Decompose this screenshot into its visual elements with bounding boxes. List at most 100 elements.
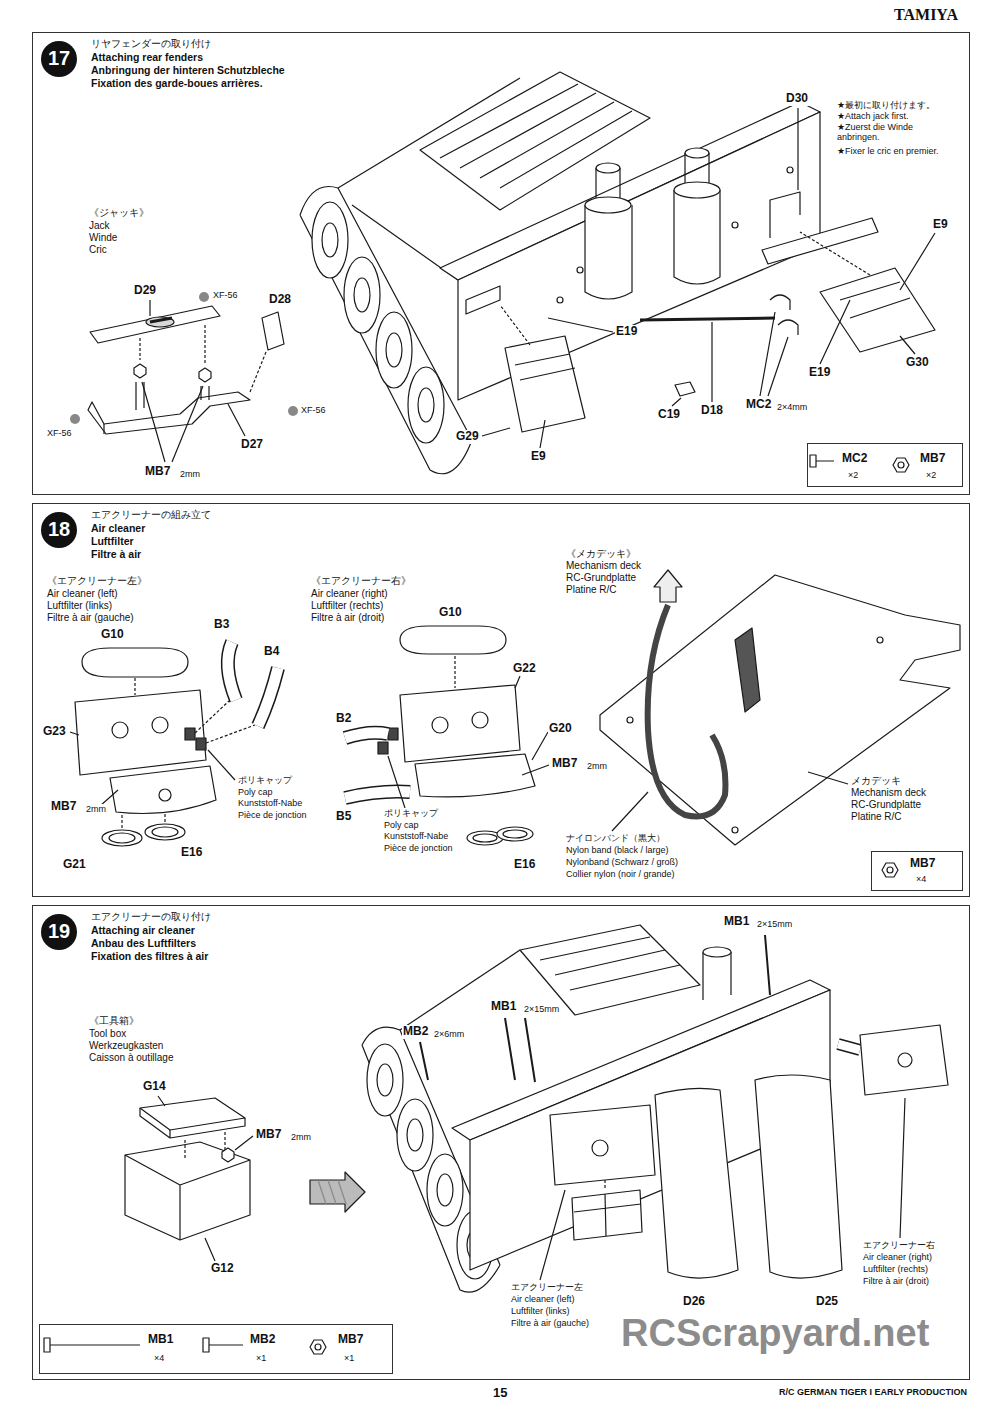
annotation-text: Luftfilter (links) <box>510 1306 571 1316</box>
annotation-text: Poly cap <box>237 787 274 797</box>
dimension: 2mm <box>179 469 201 479</box>
line-art-shape <box>840 282 910 318</box>
line-art-shape <box>735 628 760 712</box>
annotation-text: Air cleaner (right) <box>310 588 389 600</box>
line-art-shape <box>122 814 165 828</box>
line-art-shape <box>185 728 195 740</box>
line-art-shape <box>158 1096 253 1261</box>
step-panel: リヤフェンダーの取り付けAttaching rear fendersAnbrin… <box>32 32 970 495</box>
step-number-circle: 19 <box>41 914 77 950</box>
line-art-shape <box>672 295 798 406</box>
line-art-shape <box>112 722 128 738</box>
line-art-shape <box>755 1075 842 1278</box>
line-art-shape <box>577 267 583 273</box>
part-number: D27 <box>240 438 264 452</box>
annotation-text: Winde <box>88 232 118 244</box>
annotation-text: Luftfilter (rechts) <box>862 1264 929 1274</box>
line-art-shape <box>150 318 172 322</box>
line-art-shape <box>600 575 960 845</box>
line-art-shape <box>140 1098 245 1130</box>
line-art-shape <box>703 947 731 957</box>
part-count: MB1 <box>148 1333 173 1347</box>
part-count: ×2 <box>926 470 936 480</box>
line-art-shape <box>388 676 549 808</box>
line-art-shape <box>159 789 171 801</box>
part-number: MB7 <box>50 800 77 814</box>
annotation-text: ★最初に取り付けます。 <box>836 100 936 110</box>
line-art-shape <box>675 382 695 396</box>
part-number: B4 <box>263 645 280 659</box>
annotation-text: Poly cap <box>383 820 420 830</box>
part-number: D30 <box>785 92 809 106</box>
part-number: MB2 <box>402 1025 429 1039</box>
annotation-text: エアクリーナー右 <box>862 1240 936 1250</box>
part-count: ×4 <box>916 874 926 884</box>
line-art-shape <box>315 1344 321 1350</box>
dimension: 2×4mm <box>776 402 808 412</box>
part-number: C19 <box>657 408 681 422</box>
line-art-shape <box>887 867 893 873</box>
line-art-shape <box>195 700 255 743</box>
part-count: MC2 <box>842 452 867 466</box>
part-number: E16 <box>180 846 203 860</box>
line-art-shape <box>310 1172 365 1212</box>
line-art-shape <box>70 732 118 806</box>
annotation-text: Filtre à air (droit) <box>862 1276 930 1286</box>
line-art-shape <box>420 935 770 1082</box>
line-art-shape <box>400 685 520 762</box>
step-title: Filtre à air <box>91 548 141 560</box>
line-art-shape <box>472 712 488 728</box>
dimension: 2mm <box>586 761 608 771</box>
annotation-text: Werkzeugkasten <box>88 1040 164 1052</box>
line-art-shape <box>312 202 348 278</box>
line-art-shape <box>262 312 284 350</box>
line-art-shape <box>196 738 206 750</box>
line-art-shape <box>770 108 800 238</box>
annotation-text: ポリキャップ <box>237 775 293 785</box>
annotation-text: Filtre à air (droit) <box>310 612 385 624</box>
line-art-shape <box>454 656 455 688</box>
step-title: Attaching rear fenders <box>91 51 203 63</box>
annotation-text: Nylonband (Schwarz / groß) <box>565 857 679 867</box>
annotation-text: エアクリーナー左 <box>510 1282 584 1292</box>
line-art-shape <box>732 222 738 228</box>
annotation-text: Mechanism deck <box>565 560 642 572</box>
step-title: Attaching air cleaner <box>91 924 195 936</box>
annotation-text: Nylon band (black / large) <box>565 845 670 855</box>
line-art-shape <box>557 297 563 303</box>
line-art-shape <box>258 668 278 726</box>
line-art-shape <box>550 1105 655 1185</box>
part-number: B2 <box>335 712 352 726</box>
line-art-shape <box>427 1154 463 1226</box>
line-art-shape <box>762 218 878 264</box>
annotation-text: Platine R/C <box>565 584 618 596</box>
line-art-shape <box>500 232 870 345</box>
line-art-shape <box>585 197 631 213</box>
parts-box: MB7×4 <box>871 851 963 891</box>
line-art-shape <box>893 458 909 472</box>
step-title: リヤフェンダーの取り付け <box>91 38 211 50</box>
part-number: MC2 <box>745 398 772 412</box>
tool-box <box>125 1096 365 1261</box>
step-title: Luftfilter <box>91 535 134 547</box>
line-art-shape <box>574 1194 641 1236</box>
line-art-shape <box>592 1140 608 1156</box>
air-cleaner-parts <box>70 626 549 846</box>
line-art-shape <box>367 1044 403 1116</box>
part-number: G14 <box>142 1080 167 1094</box>
step-title: Fixation des garde-boues arrières. <box>91 77 263 89</box>
annotation-text: Filtre à air (gauche) <box>510 1318 590 1328</box>
annotation-text: XF-56 <box>46 428 73 438</box>
part-number: MB1 <box>723 915 750 929</box>
footer-text: R/C GERMAN TIGER I EARLY PRODUCTION <box>778 1387 968 1397</box>
annotation-text: Mechanism deck <box>850 787 927 799</box>
line-art-shape <box>585 205 632 299</box>
line-art-shape <box>75 690 206 775</box>
line-art-shape <box>203 1338 243 1352</box>
part-number: E9 <box>530 450 547 464</box>
part-number: E19 <box>615 325 638 339</box>
part-count: ×1 <box>344 1353 354 1363</box>
part-number: G21 <box>62 858 87 872</box>
line-art-shape <box>787 167 793 173</box>
